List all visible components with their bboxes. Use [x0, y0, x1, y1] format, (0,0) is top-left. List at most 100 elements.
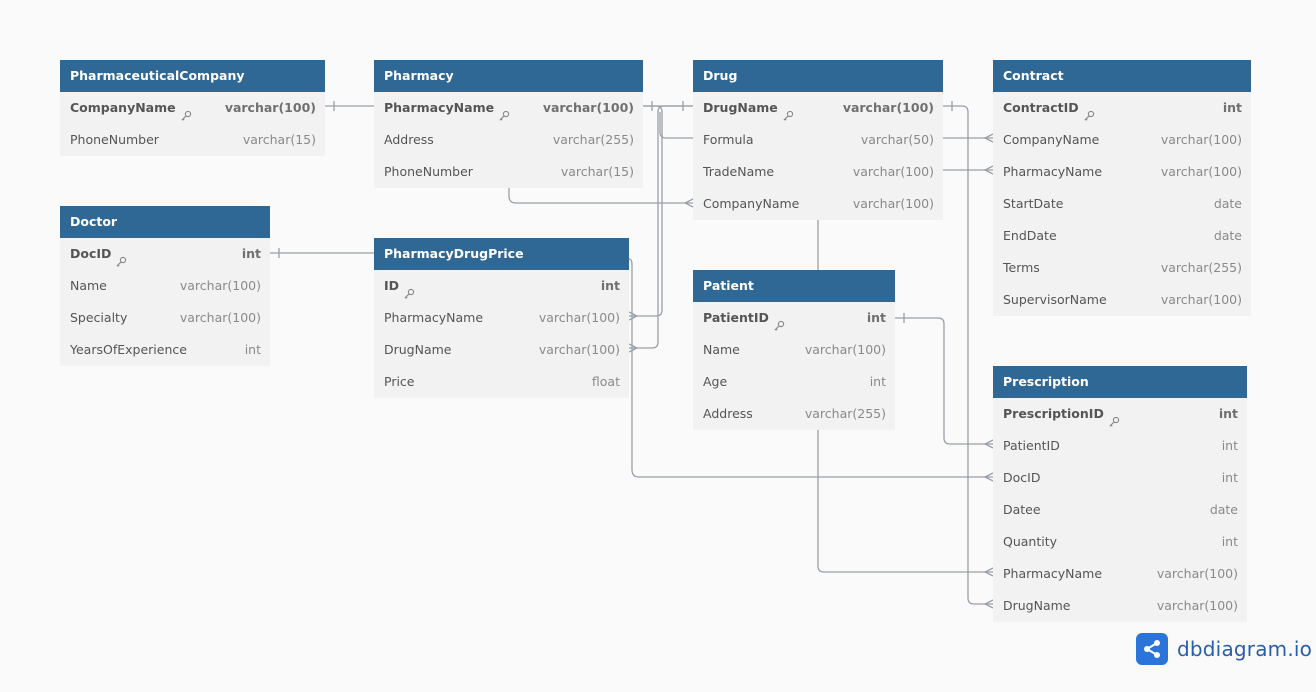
field-row[interactable]: DocID int: [60, 238, 270, 270]
field-type: int: [244, 342, 261, 357]
field-name: PharmacyName: [384, 310, 484, 325]
field-name: PharmacyName: [384, 100, 495, 115]
relationship-line: [659, 112, 693, 139]
field-name: Specialty: [70, 310, 128, 325]
field-type: varchar(15): [560, 164, 634, 179]
table-header[interactable]: Prescription: [993, 366, 1247, 398]
field-row[interactable]: SupervisorName varchar(100): [993, 284, 1251, 316]
table-header[interactable]: Patient: [693, 270, 895, 302]
table-header[interactable]: PharmacyDrugPrice: [374, 238, 629, 270]
field-name: ContractID: [1003, 100, 1079, 115]
field-type: varchar(255): [1160, 260, 1242, 275]
field-name: SupervisorName: [1003, 292, 1107, 307]
field-type: int: [1221, 438, 1238, 453]
field-name: DocID: [70, 246, 112, 261]
field-name: Address: [384, 132, 434, 147]
field-type: varchar(100): [1156, 598, 1238, 613]
field-name: Age: [703, 374, 728, 389]
field-name: TradeName: [703, 164, 775, 179]
field-name: PatientID: [1003, 438, 1060, 453]
dbdiagram-logo[interactable]: dbdiagram.io: [1136, 633, 1312, 665]
field-type: varchar(100): [1160, 292, 1242, 307]
field-name: Name: [703, 342, 740, 357]
field-name: CompanyName: [703, 196, 800, 211]
field-name: Name: [70, 278, 107, 293]
many-marker: [983, 599, 994, 609]
field-row[interactable]: TradeName varchar(100): [693, 156, 943, 188]
relationship-line: [895, 317, 993, 445]
field-type: date: [1213, 196, 1242, 211]
field-type: varchar(15): [242, 132, 316, 147]
field-type: int: [1218, 406, 1238, 421]
field-row[interactable]: PharmacyName varchar(100): [993, 156, 1251, 188]
table-header[interactable]: Drug: [693, 60, 943, 92]
key-icon: [403, 280, 415, 299]
field-type: varchar(50): [860, 132, 934, 147]
field-row[interactable]: Specialty varchar(100): [60, 302, 270, 334]
key-icon: [1083, 102, 1095, 121]
field-name: PharmacyName: [1003, 164, 1103, 179]
many-marker: [683, 198, 694, 208]
key-icon: [782, 102, 794, 121]
key-icon: [115, 248, 127, 267]
field-type: varchar(100): [1160, 164, 1242, 179]
relationship-line: [629, 105, 693, 349]
field-type: varchar(255): [804, 406, 886, 421]
field-type: varchar(100): [179, 310, 261, 325]
field-type: date: [1209, 502, 1238, 517]
key-icon: [1108, 408, 1120, 427]
field-type: varchar(100): [1156, 566, 1238, 581]
relationship-line: [508, 188, 693, 204]
field-type: int: [866, 310, 886, 325]
table-header[interactable]: PharmaceuticalCompany: [60, 60, 325, 92]
table-header[interactable]: Contract: [993, 60, 1251, 92]
field-row[interactable]: PatientID int: [993, 430, 1247, 462]
field-type: varchar(100): [852, 164, 934, 179]
key-icon: [498, 102, 510, 121]
table-header[interactable]: Doctor: [60, 206, 270, 238]
field-type: int: [1221, 470, 1238, 485]
table-header[interactable]: Pharmacy: [374, 60, 643, 92]
field-type: int: [241, 246, 261, 261]
field-name: EndDate: [1003, 228, 1057, 243]
